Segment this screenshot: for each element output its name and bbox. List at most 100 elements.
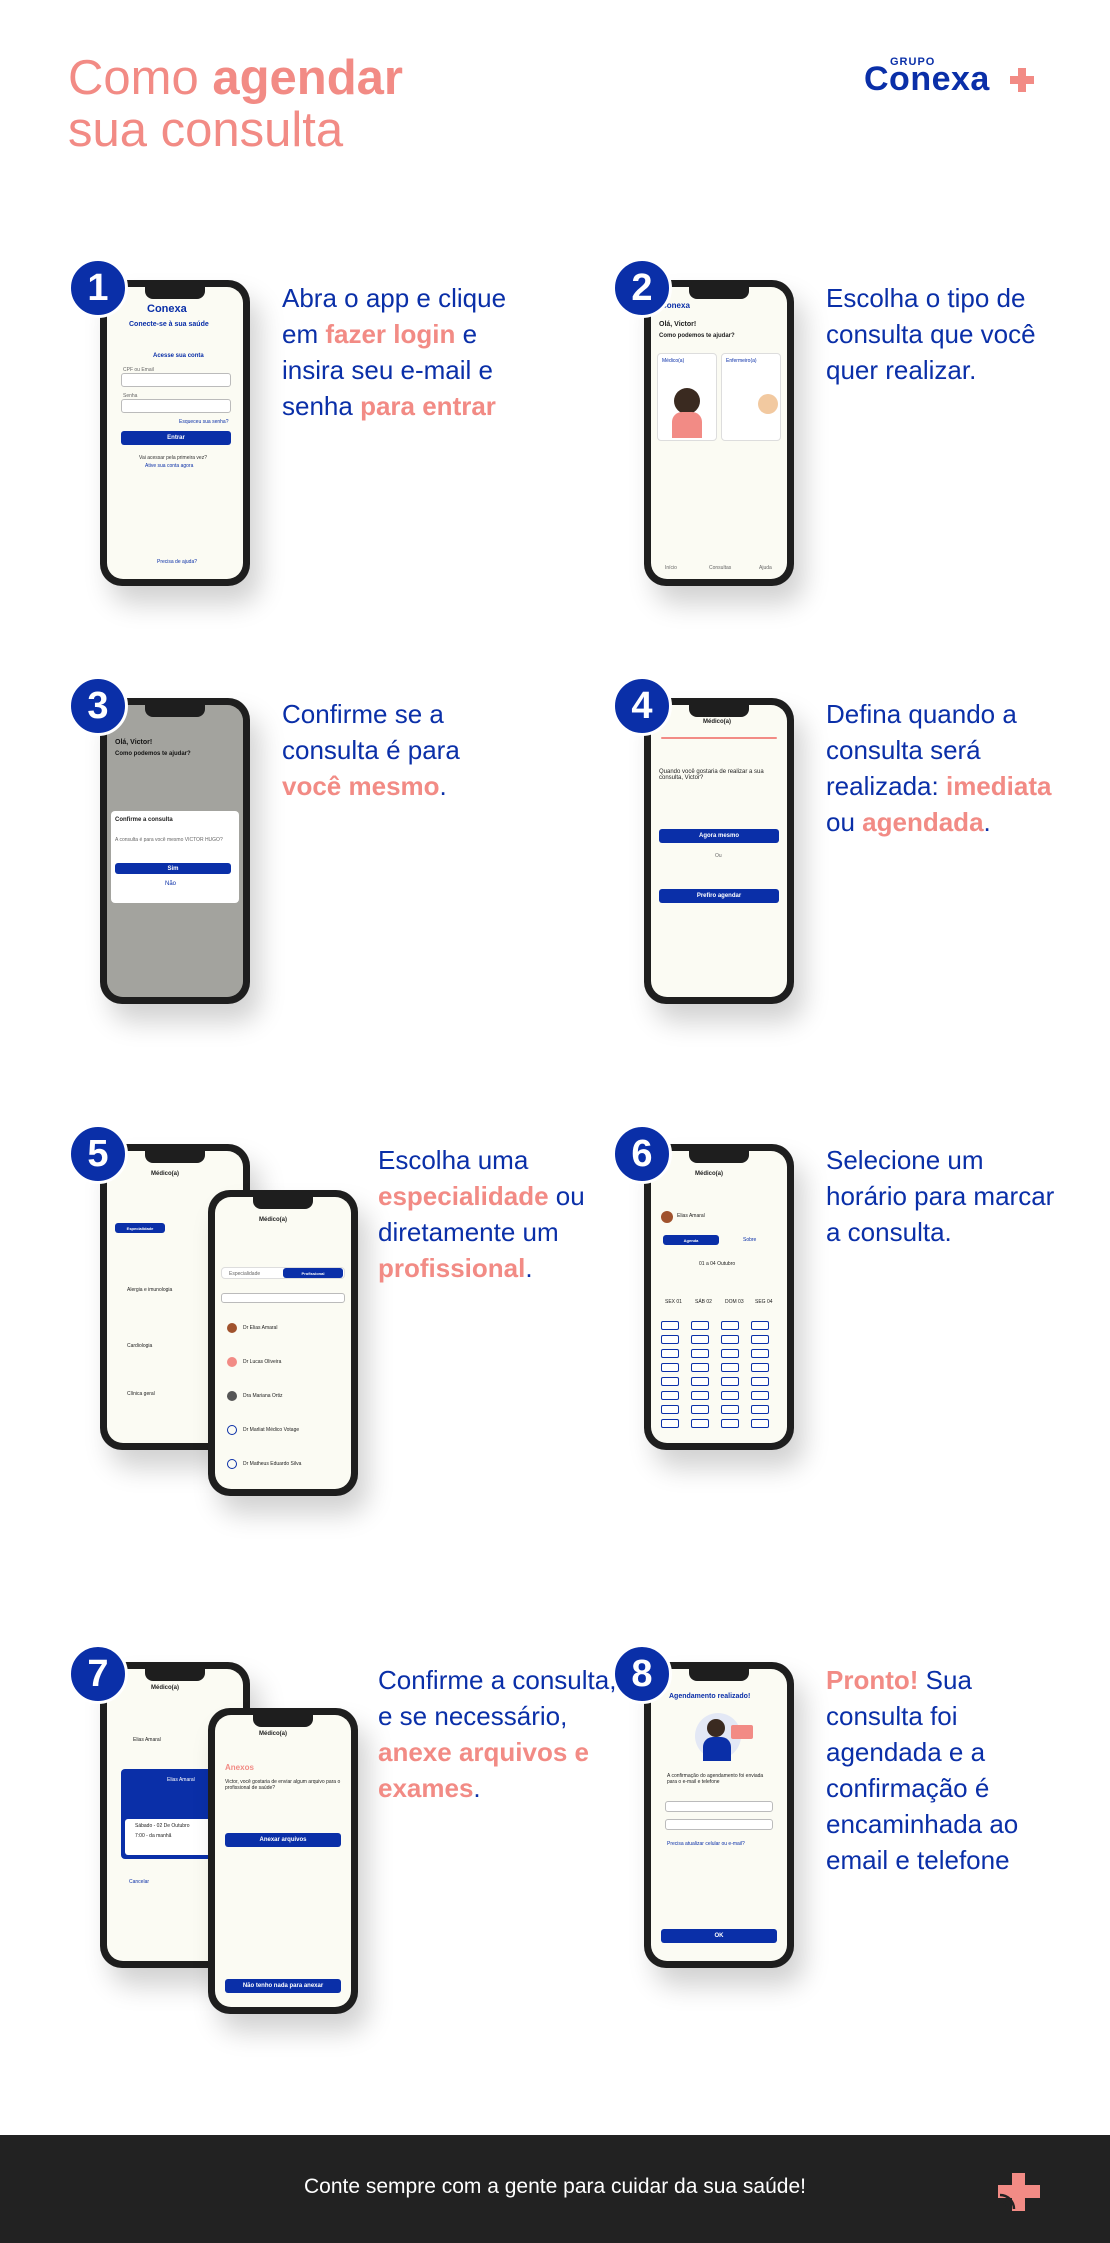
time-slot[interactable]: [691, 1349, 709, 1358]
step-1-description: Abra o app e clique em fazer login e ins…: [282, 283, 507, 421]
time-slot[interactable]: [691, 1391, 709, 1400]
time-slot[interactable]: [721, 1321, 739, 1330]
step-4-description: Defina quando a consulta será realizada:…: [826, 699, 1052, 837]
nurse-card[interactable]: Enfermeiro(a): [721, 353, 781, 441]
time-slot[interactable]: [751, 1405, 769, 1414]
time-slot[interactable]: [721, 1377, 739, 1386]
time-slot[interactable]: [721, 1335, 739, 1344]
schedule-button[interactable]: Prefiro agendar: [659, 889, 779, 903]
time-slot[interactable]: [751, 1335, 769, 1344]
step-3-phone: Olá, Victor! Como podemos te ajudar? Con…: [100, 698, 250, 1004]
nav-help[interactable]: Ajuda: [759, 565, 772, 571]
step-6-badge: 6: [612, 1124, 672, 1184]
forgot-password-link[interactable]: Esqueceu sua senha?: [179, 419, 229, 425]
time-slot[interactable]: [661, 1419, 679, 1428]
step-5-badge: 5: [68, 1124, 128, 1184]
specialty-tab[interactable]: Especialidade: [115, 1223, 165, 1233]
doctor-item[interactable]: Dr Lucas Oliveira: [243, 1359, 282, 1365]
time-slot[interactable]: [721, 1391, 739, 1400]
time-slot[interactable]: [661, 1363, 679, 1372]
time-slot[interactable]: [691, 1419, 709, 1428]
time-slot[interactable]: [661, 1391, 679, 1400]
specialty-item[interactable]: Clínica geral: [127, 1391, 155, 1397]
time-slot[interactable]: [751, 1419, 769, 1428]
password-field[interactable]: [121, 399, 231, 413]
doctor-item[interactable]: Dra Mariana Ortiz: [243, 1393, 283, 1399]
now-button[interactable]: Agora mesmo: [659, 829, 779, 843]
login-button[interactable]: Entrar: [121, 431, 231, 445]
phone-field: [665, 1801, 773, 1812]
time-slot[interactable]: [661, 1335, 679, 1344]
time-slot[interactable]: [661, 1349, 679, 1358]
step-2-description: Escolha o tipo de consulta que você quer…: [826, 283, 1036, 385]
step-6-description: Selecione um horário para marcar a consu…: [826, 1145, 1055, 1247]
screen-header: Médico(a): [695, 1171, 724, 1177]
question: Quando você gostaria de realizar a sua c…: [659, 769, 764, 781]
time-slot[interactable]: [751, 1377, 769, 1386]
nothing-to-attach-button[interactable]: Não tenho nada para anexar: [225, 1979, 341, 1993]
time-slot[interactable]: [721, 1349, 739, 1358]
week-range: 01 a 04 Outubro: [699, 1261, 736, 1267]
annex-title: Anexos: [225, 1763, 254, 1772]
logo-name: Conexa: [864, 60, 990, 98]
tab-specialty[interactable]: Especialidade: [229, 1271, 261, 1277]
screen-brand: Conexa: [661, 301, 690, 310]
day-label: SÁB 02: [695, 1299, 712, 1305]
time-slot[interactable]: [721, 1363, 739, 1372]
time-slot[interactable]: [751, 1349, 769, 1358]
time-slot[interactable]: [751, 1363, 769, 1372]
time-slot[interactable]: [691, 1405, 709, 1414]
no-button[interactable]: Não: [165, 881, 177, 887]
confirm-modal: Confirme a consulta A consulta é para vo…: [111, 811, 239, 903]
attach-files-button[interactable]: Anexar arquivos: [225, 1833, 341, 1847]
doctor-item[interactable]: Dr Elias Amaral: [243, 1325, 278, 1331]
yes-button[interactable]: Sim: [115, 863, 231, 874]
cancel-button[interactable]: Cancelar: [129, 1879, 150, 1885]
screen-header: Médico(a): [259, 1731, 288, 1737]
specialty-item[interactable]: Alergia e imunologia: [127, 1287, 173, 1293]
doctor-card[interactable]: Médico(a): [657, 353, 717, 441]
logo-grupo: GRUPO: [890, 56, 936, 68]
doctor-item[interactable]: Dr Marliat Médico Votage: [243, 1427, 300, 1433]
tab-about[interactable]: Sobre: [743, 1237, 757, 1243]
tab-schedule[interactable]: Agenda: [663, 1235, 719, 1245]
time-slot[interactable]: [691, 1335, 709, 1344]
step-7-phone-front: Médico(a) Anexos Victor, você gostaria d…: [208, 1708, 358, 2014]
email-field[interactable]: [121, 373, 231, 387]
success-text: A confirmação do agendamento foi enviada…: [667, 1773, 764, 1785]
update-contact-link[interactable]: Precisa atualizar celular ou e-mail?: [667, 1841, 745, 1847]
create-account-link[interactable]: Ative sua conta agora: [145, 463, 194, 469]
page-title: Como agendar sua consulta: [68, 51, 403, 157]
time-slot[interactable]: [751, 1321, 769, 1330]
plus-icon: [1010, 68, 1034, 93]
time-slot[interactable]: [691, 1321, 709, 1330]
day-label: SEG 04: [755, 1299, 773, 1305]
time-slot[interactable]: [661, 1321, 679, 1330]
help-link[interactable]: Precisa de ajuda?: [157, 559, 198, 565]
time-slot[interactable]: [691, 1363, 709, 1372]
tab-professional[interactable]: Profissional: [283, 1268, 343, 1278]
step-2-badge: 2: [612, 258, 672, 318]
step-3-badge: 3: [68, 676, 128, 736]
step-1-badge: 1: [68, 258, 128, 318]
conexa-logo: GRUPO Conexa: [862, 56, 1042, 102]
footer-text: Conte sempre com a gente para cuidar da …: [304, 2175, 806, 2198]
screen-subtitle: Acesse sua conta: [153, 353, 204, 359]
screen-title: Conecte-se à sua saúde: [129, 321, 209, 328]
time-slot[interactable]: [721, 1419, 739, 1428]
step-4-badge: 4: [612, 676, 672, 736]
search-input[interactable]: [221, 1293, 345, 1303]
time-slot[interactable]: [661, 1405, 679, 1414]
time-slot[interactable]: [751, 1391, 769, 1400]
ok-button[interactable]: OK: [661, 1929, 777, 1943]
time-slot[interactable]: [721, 1405, 739, 1414]
nav-home[interactable]: Início: [665, 565, 677, 571]
time-slot[interactable]: [691, 1377, 709, 1386]
greeting: Olá, Victor!: [659, 321, 697, 328]
nav-appointments[interactable]: Consultas: [709, 565, 732, 571]
doctor-item[interactable]: Dr Matheus Eduardo Silva: [243, 1461, 302, 1467]
day-label: SEX 01: [665, 1299, 682, 1305]
screen-header: Médico(a): [259, 1217, 288, 1223]
specialty-item[interactable]: Cardiologia: [127, 1343, 153, 1349]
time-slot[interactable]: [661, 1377, 679, 1386]
